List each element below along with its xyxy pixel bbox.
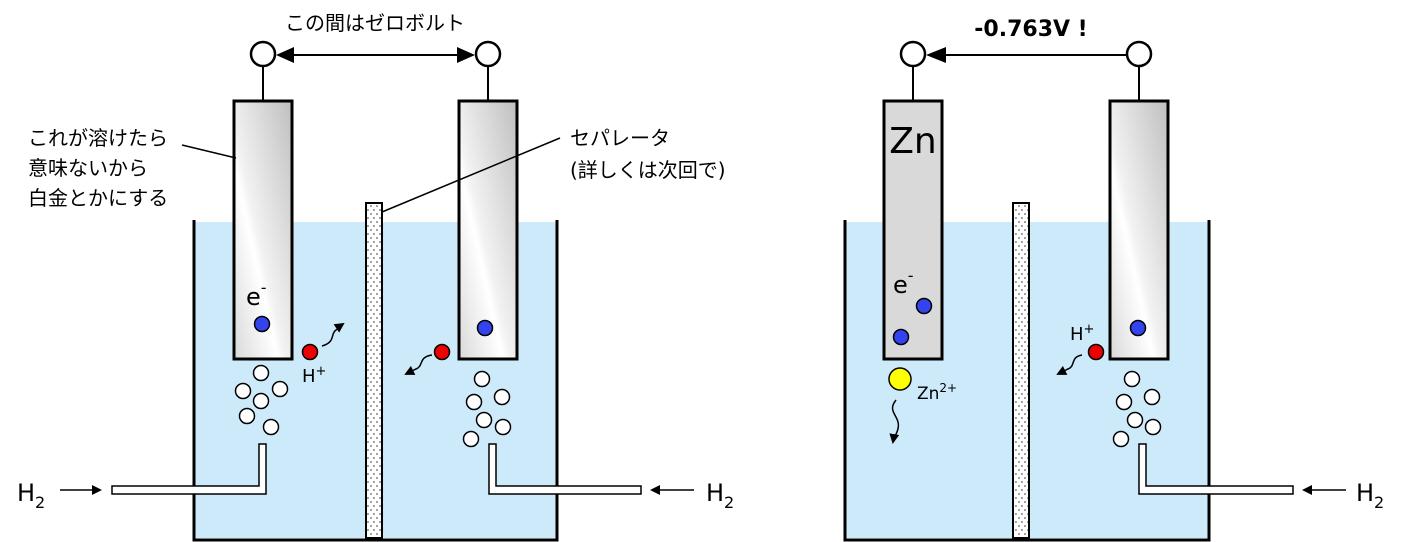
proton-path-arrow <box>1056 354 1083 375</box>
bubble <box>252 392 270 410</box>
zinc-label: Zn <box>889 121 936 162</box>
voltage-label: -0.763V ! <box>974 17 1087 42</box>
arrowhead-right <box>457 47 475 63</box>
bubble <box>1115 393 1133 411</box>
bubble <box>494 418 512 436</box>
electrode-zinc <box>882 99 944 361</box>
zinc-ion <box>888 367 912 391</box>
zinc-ion-path-arrow <box>889 399 900 444</box>
proton-label: H+ <box>1070 322 1094 345</box>
gas-tube <box>1138 443 1294 495</box>
zero-volt-label: この間はゼロボルト <box>285 11 465 35</box>
electrode-note-line-2: 意味ないから <box>28 156 148 180</box>
gas-tube-left <box>111 443 267 495</box>
electrode-note-line-1: これが溶けたら <box>28 126 168 150</box>
gas-tube-right <box>488 443 642 495</box>
bubble <box>238 407 256 425</box>
electron <box>892 328 910 346</box>
arrowhead <box>926 47 946 63</box>
electron-left <box>253 315 271 333</box>
separator-note-line-1: セパレータ <box>570 126 670 150</box>
bubble <box>271 380 289 398</box>
terminal-left <box>249 40 277 68</box>
electrode-note-line-3: 白金とかにする <box>28 186 168 210</box>
hydrogen-bubbles-left <box>234 364 289 436</box>
separator <box>1012 202 1030 539</box>
bubble <box>1143 388 1161 406</box>
bubble <box>262 418 280 436</box>
electron <box>915 297 933 315</box>
bubble <box>252 364 270 382</box>
separator-note-line-2: (詳しくは次回で) <box>570 158 726 182</box>
electrode-platinum-right <box>457 99 519 361</box>
terminal-zinc <box>899 40 927 68</box>
separator <box>365 202 383 539</box>
electron-right <box>476 319 494 337</box>
bubble <box>475 411 493 429</box>
bubble <box>234 382 252 400</box>
gas-label-left: H2 <box>17 479 45 512</box>
arrowhead-left <box>276 47 294 63</box>
gas-label: H2 <box>1356 479 1384 512</box>
left-cell: この間はゼロボルト これが溶けたら 意味ないから 白金とかにする セパレータ (… <box>17 11 734 542</box>
separator-note-leader <box>381 137 561 213</box>
terminal-platinum <box>1125 40 1153 68</box>
bubble <box>462 430 480 448</box>
beaker-right <box>843 220 1211 542</box>
terminal-right <box>474 40 502 68</box>
electron-label: e- <box>246 278 267 311</box>
bubble <box>465 393 483 411</box>
gas-label-right: H2 <box>706 479 734 512</box>
electrode-platinum <box>1108 99 1170 361</box>
electron-platinum <box>1129 319 1147 337</box>
proton-label: H+ <box>302 364 326 387</box>
hydrogen-bubbles <box>1112 370 1162 448</box>
electron-label: e- <box>893 266 914 299</box>
hydrogen-bubbles-right <box>462 370 512 448</box>
proton-right <box>433 343 451 361</box>
bubble <box>1126 411 1144 429</box>
bubble <box>1123 370 1141 388</box>
right-cell: Zn -0.763V ! e- Zn2+ H+ H2 <box>843 17 1384 542</box>
zinc-ion-label: Zn2+ <box>917 381 957 404</box>
proton <box>1087 343 1105 361</box>
beaker-left <box>192 220 559 542</box>
bubble <box>1144 418 1162 436</box>
bubble <box>473 370 491 388</box>
proton-path-arrow-right <box>404 354 433 375</box>
bubble <box>1112 430 1130 448</box>
electrode-note-leader <box>181 144 237 159</box>
proton-left <box>301 343 319 361</box>
bubble <box>493 388 511 406</box>
proton-path-arrow-left <box>321 322 345 347</box>
